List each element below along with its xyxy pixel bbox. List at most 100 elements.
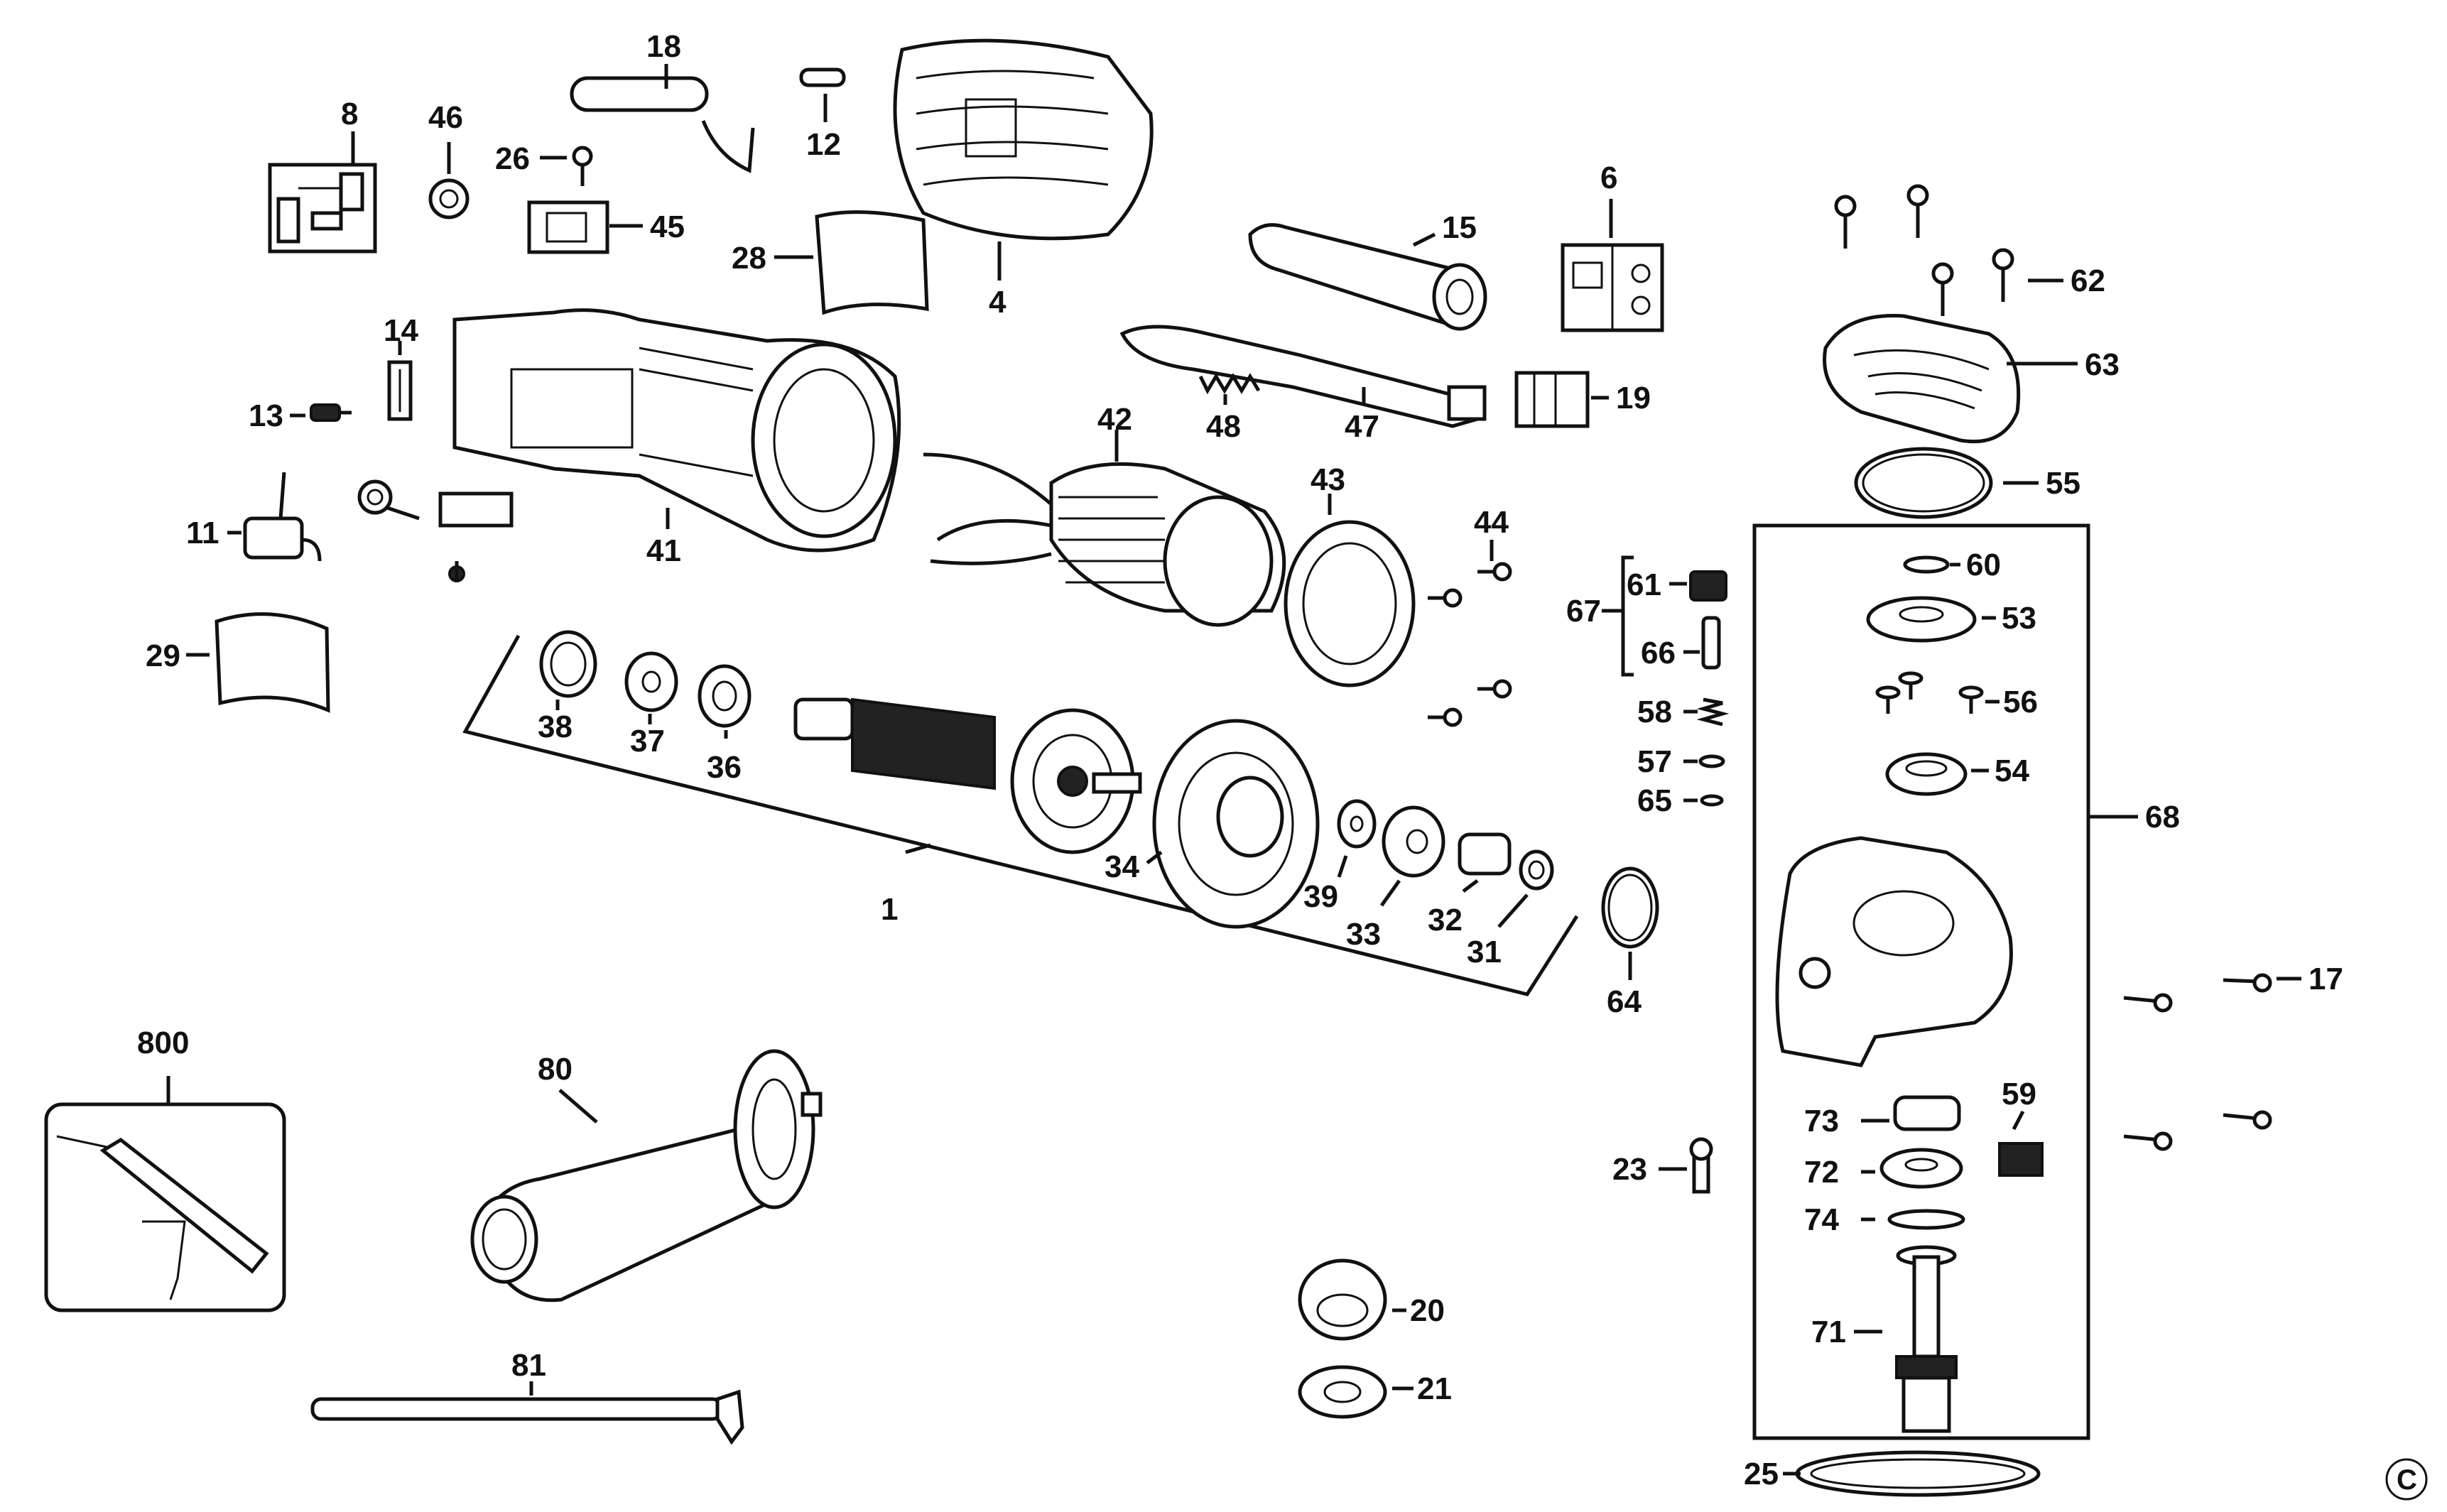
label-68: 68 bbox=[2145, 800, 2180, 834]
part-28-label-plate bbox=[815, 210, 929, 315]
part-57-washer bbox=[1698, 754, 1725, 768]
label-42: 42 bbox=[1097, 402, 1132, 437]
label-55: 55 bbox=[2046, 466, 2080, 501]
label-59: 59 bbox=[2002, 1077, 2036, 1111]
label-26: 26 bbox=[495, 141, 530, 176]
label-43: 43 bbox=[1311, 462, 1345, 497]
part-71-spindle bbox=[1895, 1245, 1958, 1433]
part-31-nut bbox=[1519, 849, 1554, 891]
part-36-washer bbox=[698, 664, 752, 728]
part-47-lock-lever bbox=[1119, 325, 1487, 428]
part-33-bearing bbox=[1382, 805, 1445, 878]
part-63-gear-cover bbox=[1823, 314, 2021, 444]
part-19-clip bbox=[1514, 371, 1590, 428]
part-42-field-coil bbox=[923, 452, 1286, 627]
part-81-pin-spanner bbox=[310, 1389, 744, 1445]
part-72-gear bbox=[1879, 1148, 1963, 1189]
part-60-circlip bbox=[1903, 555, 1950, 574]
part-6-switch-block bbox=[1561, 243, 1664, 332]
label-12: 12 bbox=[806, 127, 841, 162]
part-15-side-handle-tube bbox=[1248, 223, 1487, 331]
part-62-screws bbox=[1834, 184, 2014, 316]
part-68-gear-case-kit-frame bbox=[1752, 523, 2090, 1440]
label-63: 63 bbox=[2085, 347, 2120, 382]
label-13: 13 bbox=[249, 398, 283, 433]
part-59-needle-bearing bbox=[1998, 1142, 2044, 1177]
part-38-bearing bbox=[539, 630, 597, 698]
part-13-screw bbox=[310, 403, 352, 422]
part-53-bearing bbox=[1866, 596, 1977, 643]
part-17-screws bbox=[2123, 973, 2272, 1151]
label-39: 39 bbox=[1303, 879, 1338, 914]
part-65-circlip bbox=[1700, 794, 1724, 807]
part-39-washer bbox=[1337, 799, 1377, 849]
label-20: 20 bbox=[1410, 1293, 1445, 1328]
label-72: 72 bbox=[1804, 1155, 1839, 1190]
label-65: 65 bbox=[1637, 783, 1672, 818]
part-12-pin bbox=[799, 67, 846, 87]
part-66-spindle-lock-pin bbox=[1701, 616, 1721, 670]
label-46: 46 bbox=[428, 100, 463, 135]
part-43-fan-baffle bbox=[1284, 520, 1416, 687]
part-41-field-housing bbox=[452, 308, 901, 553]
part-4-motor-housing bbox=[893, 38, 1154, 241]
label-8: 8 bbox=[341, 97, 358, 131]
part-37-washer bbox=[624, 651, 678, 712]
part-46-spring bbox=[428, 178, 470, 219]
part-29-label-plate bbox=[215, 612, 330, 713]
label-32: 32 bbox=[1428, 903, 1463, 937]
label-14: 14 bbox=[384, 313, 418, 348]
part-74-washer bbox=[1887, 1209, 1965, 1230]
label-58: 58 bbox=[1637, 695, 1672, 729]
label-28: 28 bbox=[732, 241, 766, 276]
label-36: 36 bbox=[707, 750, 742, 785]
part-56-screws bbox=[1875, 671, 1984, 714]
part-54-bearing bbox=[1885, 752, 1968, 796]
label-33: 33 bbox=[1346, 917, 1381, 952]
copyright-symbol bbox=[2385, 1458, 2428, 1501]
part-25-flange-ring bbox=[1795, 1450, 2041, 1497]
label-62: 62 bbox=[2071, 263, 2105, 298]
part-23-pin bbox=[1689, 1137, 1713, 1194]
label-54: 54 bbox=[1995, 754, 2029, 788]
label-53: 53 bbox=[2002, 601, 2036, 636]
part-1-bracket bbox=[462, 634, 1579, 996]
part-26-screw bbox=[572, 146, 593, 186]
label-61: 61 bbox=[1627, 567, 1661, 602]
label-81: 81 bbox=[511, 1348, 546, 1383]
label-56: 56 bbox=[2003, 685, 2038, 719]
label-19: 19 bbox=[1616, 381, 1651, 415]
label-66: 66 bbox=[1641, 636, 1676, 670]
label-73: 73 bbox=[1804, 1104, 1839, 1138]
brush-spring-and-holder bbox=[357, 479, 514, 582]
part-55-o-ring bbox=[1854, 447, 1993, 519]
label-45: 45 bbox=[650, 210, 685, 244]
part-800-tool-kit bbox=[44, 1102, 286, 1312]
label-800: 800 bbox=[137, 1026, 189, 1060]
label-38: 38 bbox=[538, 709, 573, 744]
label-34: 34 bbox=[1105, 849, 1139, 884]
part-44-screws bbox=[1428, 562, 1512, 727]
label-60: 60 bbox=[1966, 548, 2001, 582]
part-73-bearing bbox=[1893, 1095, 1961, 1131]
gear-case bbox=[1775, 836, 2013, 1067]
label-71: 71 bbox=[1811, 1315, 1846, 1349]
part-11-cord-clamp bbox=[243, 472, 322, 562]
label-17: 17 bbox=[2308, 962, 2343, 996]
label-25: 25 bbox=[1744, 1457, 1779, 1491]
label-6: 6 bbox=[1600, 161, 1617, 195]
label-11: 11 bbox=[186, 516, 219, 550]
part-61-lock-button bbox=[1689, 570, 1727, 602]
label-4: 4 bbox=[989, 285, 1007, 320]
label-18: 18 bbox=[646, 29, 681, 64]
label-31: 31 bbox=[1467, 935, 1502, 969]
label-57: 57 bbox=[1637, 744, 1672, 779]
label-23: 23 bbox=[1612, 1152, 1647, 1187]
label-80: 80 bbox=[538, 1052, 573, 1087]
part-32-pinion bbox=[1458, 832, 1512, 876]
part-80-side-handle bbox=[470, 1049, 823, 1302]
copyright-letter: C bbox=[2397, 1464, 2417, 1496]
label-44: 44 bbox=[1474, 505, 1509, 540]
part-34-fan bbox=[1152, 719, 1320, 929]
